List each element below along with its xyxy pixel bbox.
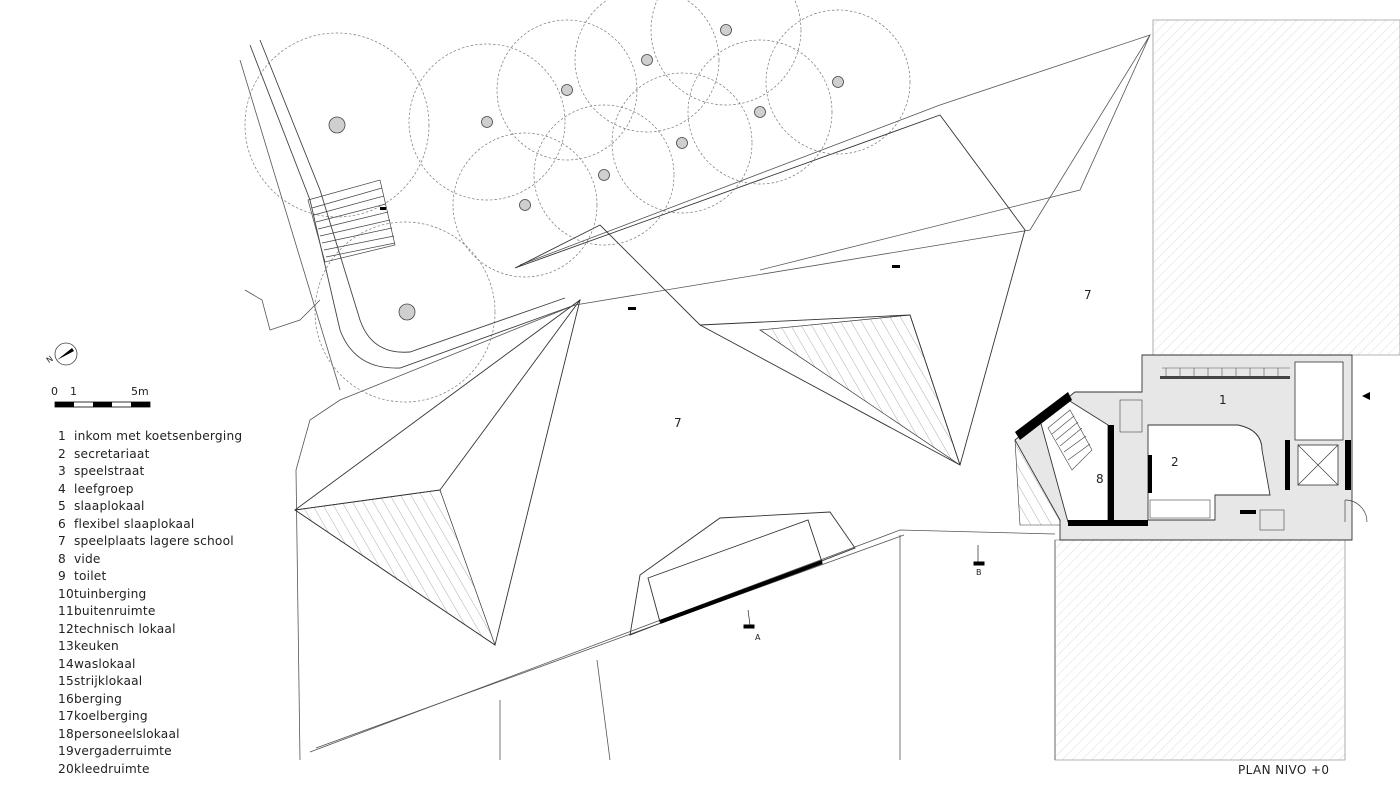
legend-label: speelplaats lagere school [74, 534, 234, 548]
section-marker-b [973, 545, 985, 566]
legend-number: 13 [58, 639, 74, 653]
legend-label: toilet [74, 569, 107, 583]
legend-item: 2 secretariaat [58, 446, 288, 464]
legend-label: buitenruimte [74, 604, 156, 618]
legend-item: 9 toilet [58, 568, 288, 586]
legend-label: secretariaat [74, 446, 150, 461]
room-label-2: 2 [1171, 455, 1179, 469]
legend-label: vide [74, 551, 101, 566]
legend-label: kleedruimte [74, 761, 150, 776]
scale-label-0: 0 [51, 385, 58, 398]
legend-label: koelberging [74, 709, 148, 723]
legend-item: 5 slaaplokaal [58, 498, 288, 516]
room-label-7-playground: 7 [674, 416, 682, 430]
legend-item: 18personeelslokaal [58, 726, 288, 744]
legend-item: 14waslokaal [58, 656, 288, 674]
pavilion [629, 511, 856, 636]
legend-number: 9 [58, 569, 66, 583]
legend-item: 10tuinberging [58, 586, 288, 604]
legend-label: waslokaal [74, 656, 136, 671]
school-building [1014, 354, 1368, 541]
legend-number: 10 [58, 586, 74, 601]
legend-number: 18 [58, 726, 74, 741]
legend-number: 12 [58, 621, 74, 636]
legend-number: 7 [58, 534, 66, 548]
legend-label: tuinberging [74, 586, 147, 601]
legend-number: 8 [58, 551, 66, 566]
level-markers [380, 207, 900, 310]
section-label-a: A [755, 633, 761, 642]
legend-number: 4 [58, 481, 66, 496]
garden-path [249, 39, 576, 369]
legend-number: 19 [58, 744, 74, 758]
north-label: N [45, 354, 55, 365]
legend-item: 3 speelstraat [58, 463, 288, 481]
legend-number: 20 [58, 761, 74, 776]
legend-number: 6 [58, 516, 66, 531]
legend-item: 15strijklokaal [58, 673, 288, 691]
legend-label: personeelslokaal [74, 726, 180, 741]
legend-number: 14 [58, 656, 74, 671]
legend-number: 16 [58, 691, 74, 706]
legend-item: 19vergaderruimte [58, 743, 288, 761]
legend-item: 12technisch lokaal [58, 621, 288, 639]
legend-number: 15 [58, 674, 74, 688]
north-arrow-icon: N [45, 342, 78, 366]
legend-item: 1 inkom met koetsenberging [58, 428, 288, 446]
legend-label: technisch lokaal [74, 621, 176, 636]
legend-label: speelstraat [74, 464, 145, 478]
legend-item: 11buitenruimte [58, 603, 288, 621]
scale-label-5m: 5m [131, 385, 149, 398]
legend-item: 20kleedruimte [58, 761, 288, 779]
tree-canopies [244, 0, 911, 403]
garden-stair [307, 179, 396, 263]
scale-bar [54, 401, 151, 408]
legend-label: flexibel slaaplokaal [74, 516, 195, 531]
legend-number: 5 [58, 499, 66, 513]
plan-title: PLAN NIVO +0 [1238, 763, 1330, 777]
tree-trunks [328, 24, 844, 321]
legend-label: inkom met koetsenberging [74, 429, 243, 443]
legend-label: strijklokaal [74, 674, 143, 688]
legend-label: keuken [74, 639, 119, 653]
section-marker-a [743, 609, 755, 629]
legend-number: 1 [58, 429, 66, 443]
site-boundaries [239, 34, 1151, 761]
legend-item: 16berging [58, 691, 288, 709]
legend-label: leefgroep [74, 481, 134, 496]
legend-number: 3 [58, 464, 66, 478]
legend-item: 7 speelplaats lagere school [58, 533, 288, 551]
section-label-b: B [976, 568, 982, 577]
room-label-1: 1 [1219, 393, 1227, 407]
legend-label: vergaderruimte [74, 744, 172, 758]
room-label-8: 8 [1096, 472, 1104, 486]
legend-number: 11 [58, 604, 74, 618]
ramp-hatching [294, 314, 1071, 646]
legend-label: berging [74, 691, 123, 706]
legend-item: 4 leefgroep [58, 481, 288, 499]
legend-item: 6 flexibel slaaplokaal [58, 516, 288, 534]
legend-number: 2 [58, 446, 66, 461]
entrance-arrow-icon [1362, 392, 1370, 400]
legend-item: 13keuken [58, 638, 288, 656]
legend-item: 8 vide [58, 551, 288, 569]
legend-label: slaaplokaal [74, 499, 145, 513]
room-label-7-playground-north: 7 [1084, 288, 1092, 302]
legend-number: 17 [58, 709, 74, 723]
scale-label-1: 1 [70, 385, 77, 398]
legend-item: 17koelberging [58, 708, 288, 726]
